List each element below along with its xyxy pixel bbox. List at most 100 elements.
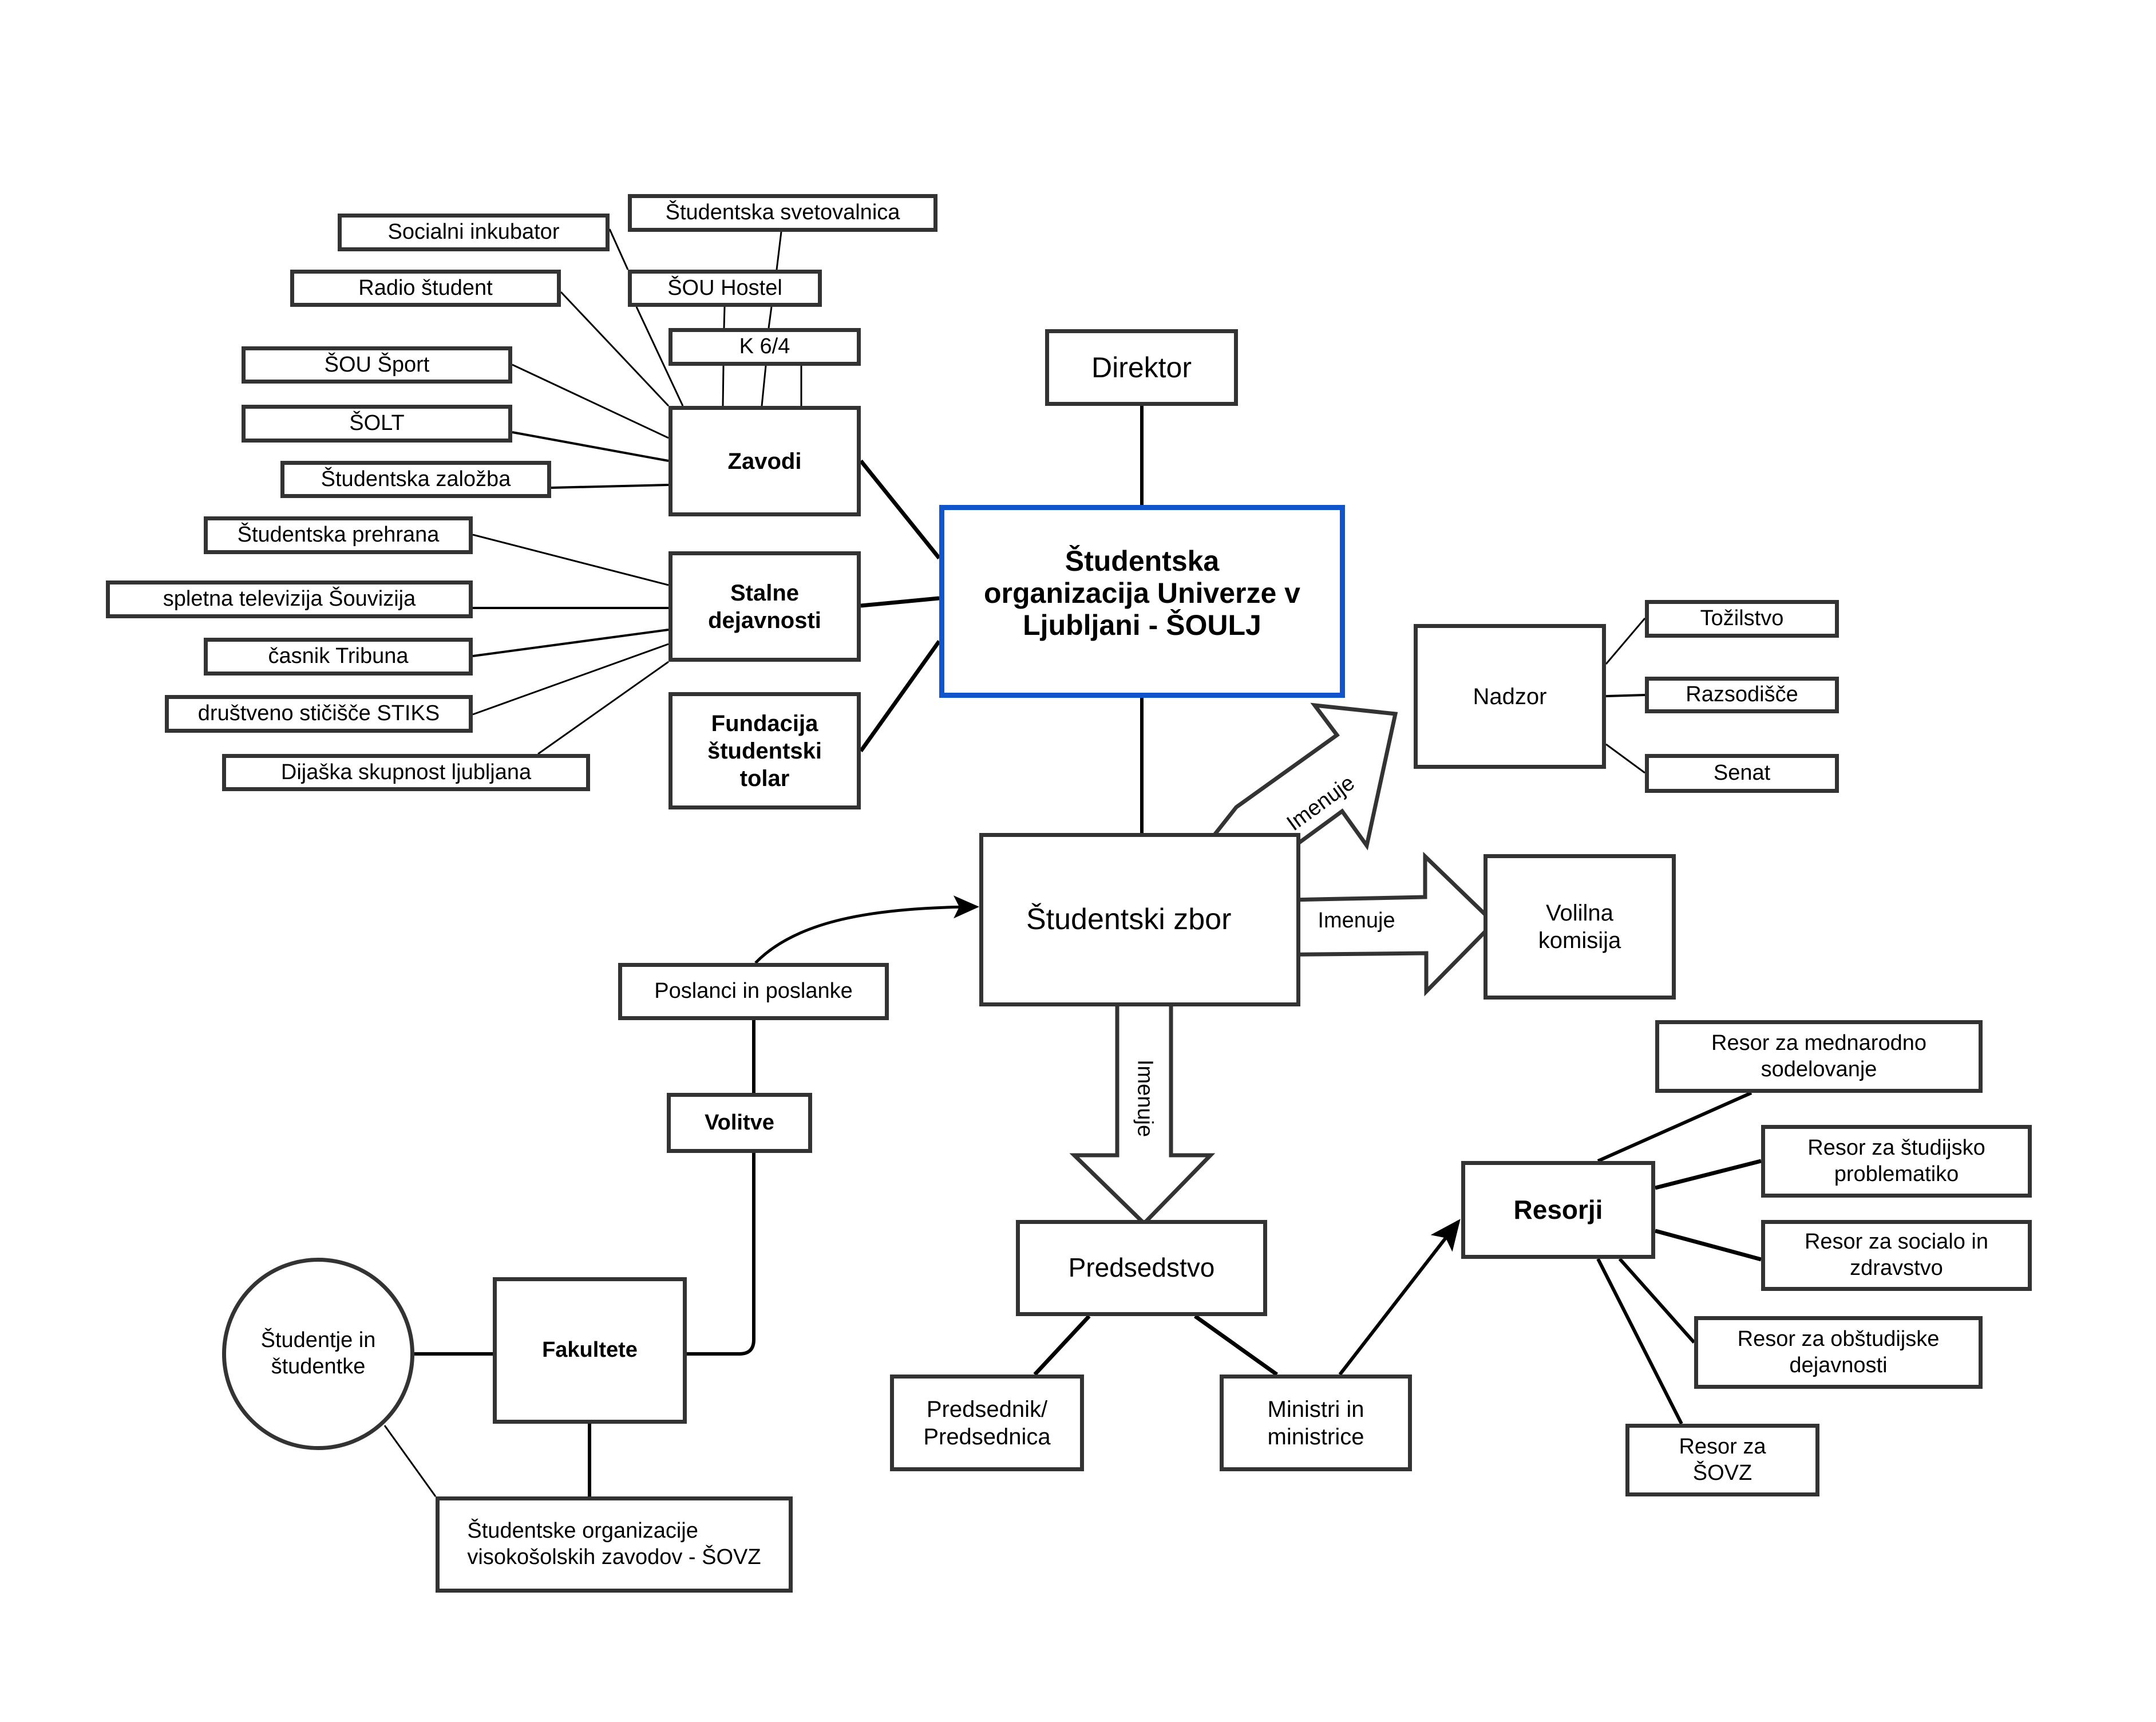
node-tribuna[interactable]: časnik Tribuna (204, 638, 473, 676)
node-resor-obstudijske[interactable]: Resor za obštudijske dejavnosti (1694, 1316, 1983, 1389)
node-zavodi[interactable]: Zavodi (668, 406, 861, 516)
node-volilna-komisija-label: Volilna komisija (1538, 901, 1621, 953)
node-resor-sovz-label: Resor za ŠOVZ (1679, 1434, 1766, 1485)
node-resorji[interactable]: Resorji (1461, 1161, 1655, 1259)
node-sou-sport-label: ŠOU Šport (324, 352, 430, 377)
node-resor-socialo-label: Resor za socialo in zdravstvo (1804, 1230, 1989, 1280)
node-resor-studijsko[interactable]: Resor za študijsko problematiko (1761, 1125, 2032, 1198)
node-studentska-svetovalnica-label: Študentska svetovalnica (665, 200, 900, 225)
link-ministri-resorji (1338, 1219, 1461, 1376)
node-studentska-prehrana-label: Študentska prehrana (237, 523, 440, 547)
node-zavodi-label: Zavodi (727, 448, 802, 474)
link-zalozba-zavodi (551, 484, 669, 489)
link-resorji-studijsko (1655, 1159, 1762, 1190)
link-volitve-fakultete (687, 1153, 755, 1356)
link-stiks-stalne (472, 643, 669, 716)
link-resorji-sovz (1596, 1258, 1683, 1425)
node-resor-sovz[interactable]: Resor za ŠOVZ (1625, 1424, 1819, 1496)
link-hostel-k64-b (768, 306, 773, 329)
node-ministri-label: Ministri in ministrice (1267, 1396, 1364, 1450)
node-predsednik[interactable]: Predsednik/ Predsednica (890, 1375, 1084, 1471)
node-soulj-main-label: Študentska organizacija Univerze v Ljubl… (983, 544, 1300, 641)
node-senat[interactable]: Senat (1645, 754, 1839, 793)
node-sou-sport[interactable]: ŠOU Šport (242, 346, 512, 384)
link-resorji-obstudijske (1618, 1258, 1696, 1344)
node-solt[interactable]: ŠOLT (242, 405, 512, 443)
node-fundacija-label: Fundacija študentski tolar (707, 710, 822, 791)
link-studentje-sovz (383, 1425, 437, 1497)
link-tribuna-stalne (472, 629, 669, 657)
node-radio-student-label: Radio študent (358, 275, 493, 300)
node-sovz-organizacije-label: Študentske organizacije visokošolskih za… (467, 1519, 761, 1569)
node-stalne-dejavnosti[interactable]: Stalne dejavnosti (668, 551, 861, 662)
link-nadzor-tozilstvo (1605, 618, 1646, 665)
block-arrow-predsedstvo (1069, 989, 1216, 1226)
node-radio-student[interactable]: Radio študent (290, 270, 561, 307)
node-solt-label: ŠOLT (349, 411, 405, 436)
node-stiks-label: društveno stičišče STIKS (197, 701, 440, 726)
node-sovz-organizacije[interactable]: Študentske organizacije visokošolskih za… (436, 1496, 793, 1593)
node-resor-mednarodno[interactable]: Resor za mednarodno sodelovanje (1655, 1020, 1983, 1093)
node-fakultete[interactable]: Fakultete (493, 1277, 687, 1424)
node-k64-label: K 6/4 (739, 334, 790, 359)
node-resor-socialo[interactable]: Resor za socialo in zdravstvo (1761, 1220, 2032, 1291)
node-fakultete-label: Fakultete (542, 1338, 638, 1362)
node-volilna-komisija[interactable]: Volilna komisija (1484, 854, 1676, 1000)
link-hostel-zavodi (635, 306, 684, 406)
node-studentje[interactable]: Študentje in študentke (222, 1258, 414, 1450)
link-k64-zavodi-b (761, 365, 767, 406)
node-tozilstvo[interactable]: Tožilstvo (1645, 600, 1839, 638)
node-resor-obstudijske-label: Resor za obštudijske dejavnosti (1737, 1326, 1940, 1377)
link-dijaska-stalne (537, 661, 669, 755)
link-radio-zavodi (560, 291, 670, 407)
node-nadzor[interactable]: Nadzor (1414, 624, 1606, 769)
arrow-label-volilna: Imenuje (1318, 909, 1395, 933)
node-fundacija[interactable]: Fundacija študentski tolar (668, 692, 861, 809)
node-studentska-zalozba-label: Študentska založba (321, 467, 511, 491)
link-resorji-socialo (1655, 1229, 1762, 1262)
link-fundacija-main (859, 639, 941, 753)
link-predsedstvo-predsednik (1033, 1314, 1091, 1376)
node-dijaska-skupnost[interactable]: Dijaška skupnost ljubljana (222, 754, 590, 791)
link-nadzor-senat (1605, 743, 1645, 774)
node-direktor[interactable]: Direktor (1045, 329, 1238, 406)
node-razsodisce[interactable]: Razsodišče (1645, 677, 1839, 713)
node-dijaska-skupnost-label: Dijaška skupnost ljubljana (280, 760, 532, 784)
node-volitve[interactable]: Volitve (667, 1093, 812, 1153)
arrow-label-predsedstvo: Imenuje (1133, 1059, 1157, 1138)
node-razsodisce-label: Razsodišče (1686, 682, 1798, 707)
node-poslanci[interactable]: Poslanci in poslanke (618, 963, 889, 1020)
node-senat-label: Senat (1713, 761, 1771, 785)
node-studentski-zbor[interactable]: Študentski zbor (979, 833, 1300, 1006)
node-studentje-label: Študentje in študentke (260, 1328, 376, 1379)
node-volitve-label: Volitve (705, 1110, 774, 1135)
node-stalne-dejavnosti-label: Stalne dejavnosti (708, 580, 821, 633)
node-studentska-prehrana[interactable]: Študentska prehrana (204, 516, 473, 554)
node-soulj-main[interactable]: Študentska organizacija Univerze v Ljubl… (939, 505, 1345, 698)
link-poslanci-zbor (754, 895, 979, 964)
node-predsedstvo-label: Predsedstvo (1068, 1253, 1215, 1283)
link-inkubator-hostel (608, 228, 629, 270)
node-k64[interactable]: K 6/4 (668, 328, 861, 366)
link-sport-zavodi (512, 364, 669, 439)
node-sou-hostel-label: ŠOU Hostel (667, 275, 782, 300)
node-resor-studijsko-label: Resor za študijsko problematiko (1807, 1135, 1985, 1186)
node-studentski-zbor-label: Študentski zbor (1026, 903, 1232, 937)
node-studentska-svetovalnica[interactable]: Študentska svetovalnica (628, 194, 937, 232)
node-sou-hostel[interactable]: ŠOU Hostel (628, 270, 822, 307)
link-prehrana-stalne (472, 534, 669, 586)
node-souvizija[interactable]: spletna televizija Šouvizija (106, 580, 473, 618)
node-socialni-inkubator[interactable]: Socialni inkubator (338, 214, 610, 251)
node-tribuna-label: časnik Tribuna (268, 644, 409, 669)
link-nadzor-razsodisce (1605, 694, 1645, 697)
link-zavodi-main (859, 459, 941, 560)
node-socialni-inkubator-label: Socialni inkubator (387, 220, 560, 244)
node-predsednik-label: Predsednik/ Predsednica (923, 1396, 1051, 1450)
link-stalne-main (860, 596, 940, 608)
node-stiks[interactable]: društveno stičišče STIKS (165, 695, 473, 733)
link-solt-zavodi (512, 431, 669, 462)
node-predsedstvo[interactable]: Predsedstvo (1016, 1220, 1267, 1316)
node-ministri[interactable]: Ministri in ministrice (1220, 1375, 1412, 1471)
node-resor-mednarodno-label: Resor za mednarodno sodelovanje (1711, 1030, 1926, 1081)
node-studentska-zalozba[interactable]: Študentska založba (280, 461, 551, 498)
